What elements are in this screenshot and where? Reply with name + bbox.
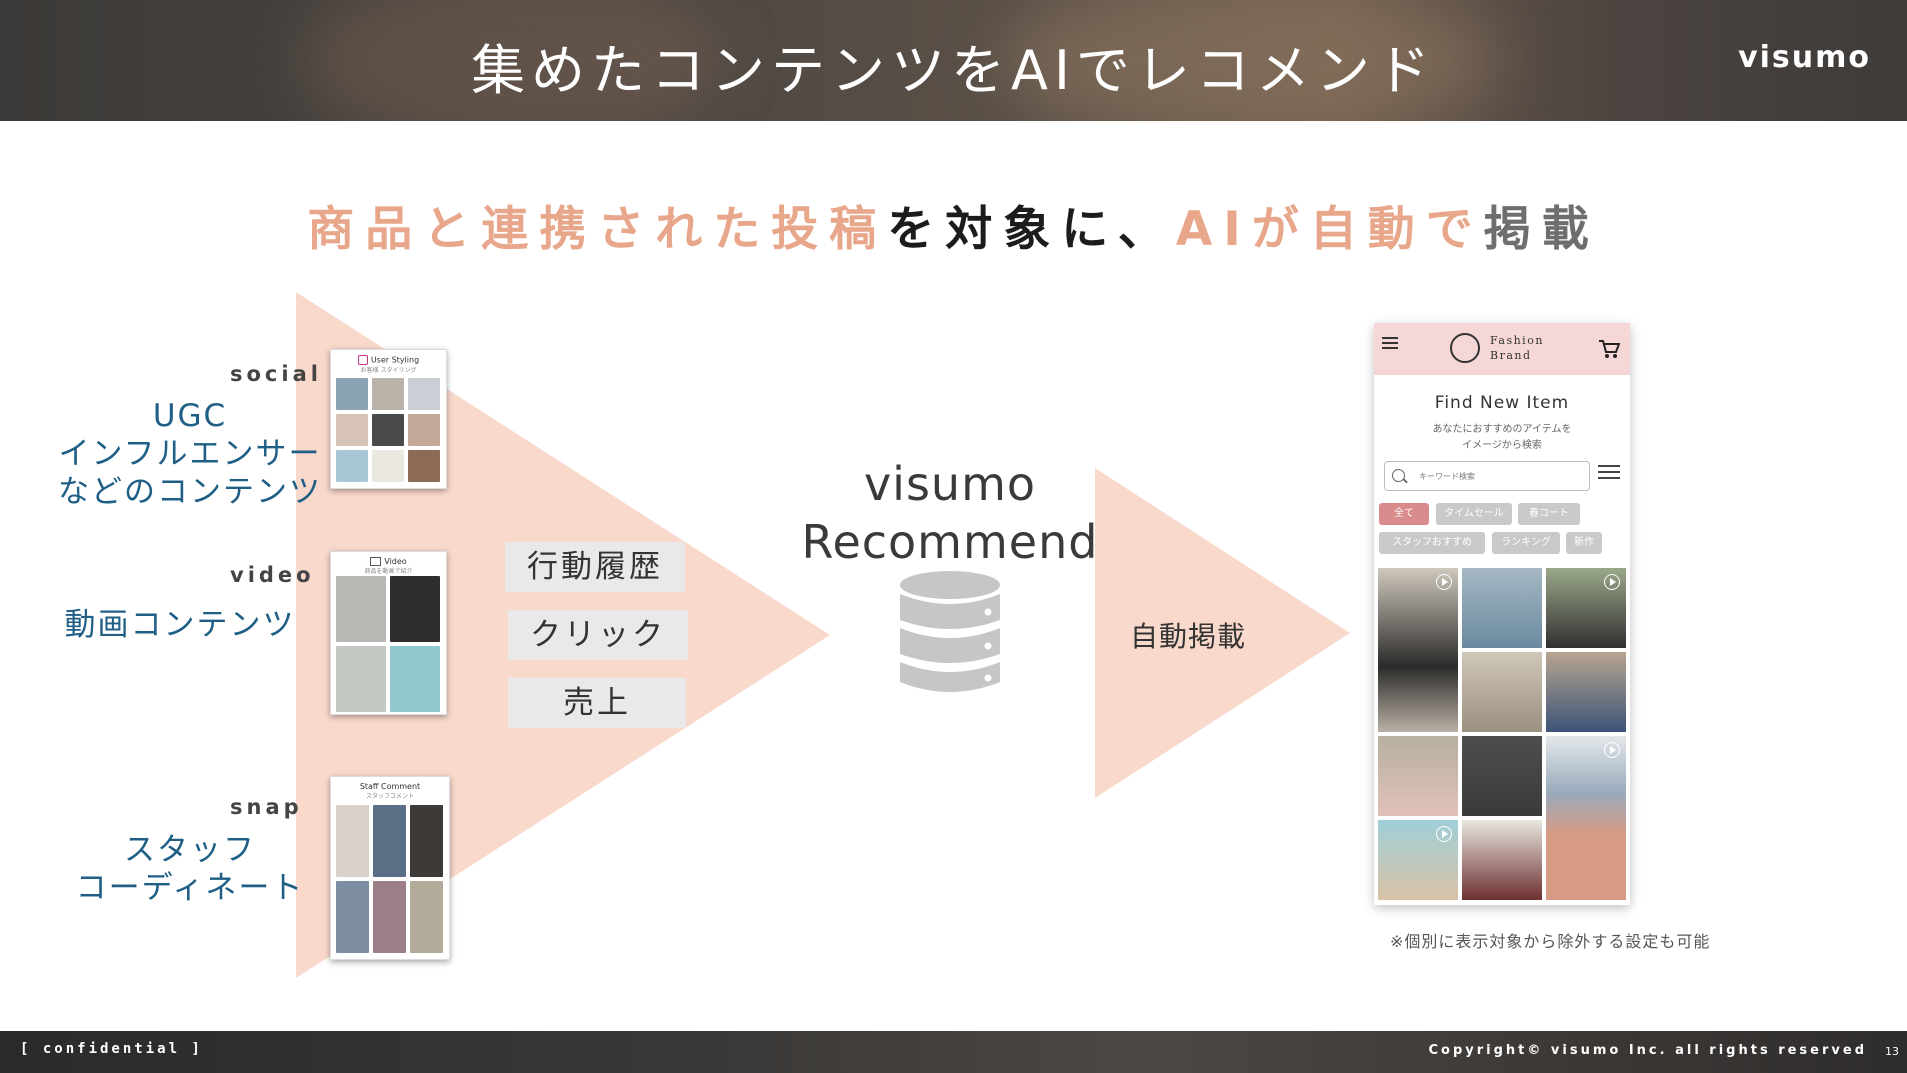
phone-nav-bar: Fashion Brand xyxy=(1374,323,1630,375)
phone-heading: Find New Item xyxy=(1434,393,1570,413)
grid-image[interactable] xyxy=(1378,736,1458,816)
shop-brand: Fashion Brand xyxy=(1490,333,1544,363)
engine-line2: Recommend xyxy=(801,515,1099,569)
tag-staff-pick[interactable]: スタッフおすすめ xyxy=(1379,532,1485,554)
grid-image[interactable] xyxy=(1462,652,1542,732)
play-icon xyxy=(1436,574,1452,590)
play-icon xyxy=(1604,742,1620,758)
grid-image[interactable] xyxy=(1546,568,1626,648)
grid-image[interactable] xyxy=(1378,568,1458,732)
video-icon xyxy=(370,557,382,566)
footnote: ※個別に表示対象から除外する設定も可能 xyxy=(1390,932,1711,951)
source-title-video: 動画コンテンツ xyxy=(50,606,310,644)
source-tag-video: video xyxy=(230,563,315,587)
filter-icon[interactable] xyxy=(1598,465,1620,485)
menu-icon[interactable] xyxy=(1382,337,1398,351)
headline-part3: AIが自動で xyxy=(1175,202,1484,257)
social-thumbnail: User Styling お客様 スタイリング xyxy=(330,349,447,489)
signal-chip-history: 行動履歴 xyxy=(505,542,685,592)
hanger-logo-icon xyxy=(1450,333,1480,363)
play-icon xyxy=(1436,826,1452,842)
thumb-sub: 商品を動画で紹介 xyxy=(364,568,413,575)
page-number: 13 xyxy=(1885,1045,1899,1058)
phone-search-input[interactable]: キーワード検索 xyxy=(1384,461,1590,491)
thumb-title: Video xyxy=(384,557,407,566)
thumb-sub: お客様 スタイリング xyxy=(360,367,417,374)
search-icon xyxy=(1392,469,1405,482)
headline: 商品と連携された投稿を対象に、AIが自動で掲載 xyxy=(0,190,1907,259)
database-icon xyxy=(900,571,1000,692)
phone-sub-line: イメージから検索 xyxy=(1462,440,1542,451)
brand-logo: visumo xyxy=(1738,40,1871,75)
signal-chip-sales: 売上 xyxy=(508,678,686,728)
source-title-line: スタッフ xyxy=(124,832,256,868)
grid-image[interactable] xyxy=(1546,736,1626,900)
grid-image[interactable] xyxy=(1462,820,1542,900)
source-title-social: UGC インフルエンサー などのコンテンツ xyxy=(50,397,330,511)
phone-subheading: あなたにおすすめのアイテムを イメージから検索 xyxy=(1374,422,1630,454)
source-tag-social: social xyxy=(230,362,322,386)
snap-thumbnail: Staff Comment スタッフコメント xyxy=(330,776,450,960)
engine-line1: visumo xyxy=(863,457,1037,511)
source-title-line: インフルエンサー xyxy=(58,436,322,472)
tag-timesale[interactable]: タイムセール xyxy=(1436,503,1512,525)
tag-spring-coat[interactable]: 春コート xyxy=(1518,503,1580,525)
grid-image[interactable] xyxy=(1546,652,1626,732)
phone-mockup: Fashion Brand Find New Item あなたにおすすめのアイテ… xyxy=(1374,323,1630,905)
grid-image[interactable] xyxy=(1462,736,1542,816)
phone-sub-line: あなたにおすすめのアイテムを xyxy=(1432,424,1572,435)
cart-icon[interactable] xyxy=(1598,339,1620,359)
headline-part1: 商品と連携された投稿 xyxy=(307,202,888,257)
grid-image[interactable] xyxy=(1462,568,1542,648)
output-triangle xyxy=(1095,468,1350,798)
instagram-icon xyxy=(357,355,368,365)
copyright: Copyright© visumo Inc. all rights reserv… xyxy=(1428,1043,1867,1058)
title-bar: 集めたコンテンツをAIでレコメンド visumo xyxy=(0,0,1907,121)
confidential-label: [ confidential ] xyxy=(20,1041,203,1057)
headline-part2: を対象に、 xyxy=(887,202,1176,257)
source-title-line: 動画コンテンツ xyxy=(64,607,296,643)
grid-image[interactable] xyxy=(1378,820,1458,900)
video-thumbnail: Video 商品を動画で紹介 xyxy=(330,551,447,715)
play-icon xyxy=(1604,574,1620,590)
shop-brand-line: Fashion xyxy=(1490,334,1544,347)
tag-ranking[interactable]: ランキング xyxy=(1492,532,1560,554)
source-title-line: コーディネート xyxy=(75,870,305,906)
footer-bar: [ confidential ] Copyright© visumo Inc. … xyxy=(0,1031,1907,1073)
source-title-line: UGC xyxy=(152,398,228,434)
search-placeholder: キーワード検索 xyxy=(1419,472,1475,481)
thumb-title: Staff Comment xyxy=(359,782,421,791)
tag-all[interactable]: 全て xyxy=(1379,503,1429,525)
thumb-title: User Styling xyxy=(370,355,420,365)
engine-label: visumo Recommend xyxy=(800,455,1100,571)
source-title-line: などのコンテンツ xyxy=(58,474,322,510)
shop-brand-line: Brand xyxy=(1490,349,1532,362)
thumb-sub: スタッフコメント xyxy=(365,793,414,800)
source-title-snap: スタッフ コーディネート xyxy=(60,831,320,907)
signal-chip-click: クリック xyxy=(508,610,688,660)
product-image-grid xyxy=(1378,568,1626,900)
headline-part4: 掲載 xyxy=(1483,202,1600,257)
slide-title: 集めたコンテンツをAIでレコメンド xyxy=(471,39,1436,102)
tag-new[interactable]: 新作 xyxy=(1566,532,1602,554)
source-tag-snap: snap xyxy=(230,795,303,819)
auto-publish-label: 自動掲載 xyxy=(1130,620,1247,653)
